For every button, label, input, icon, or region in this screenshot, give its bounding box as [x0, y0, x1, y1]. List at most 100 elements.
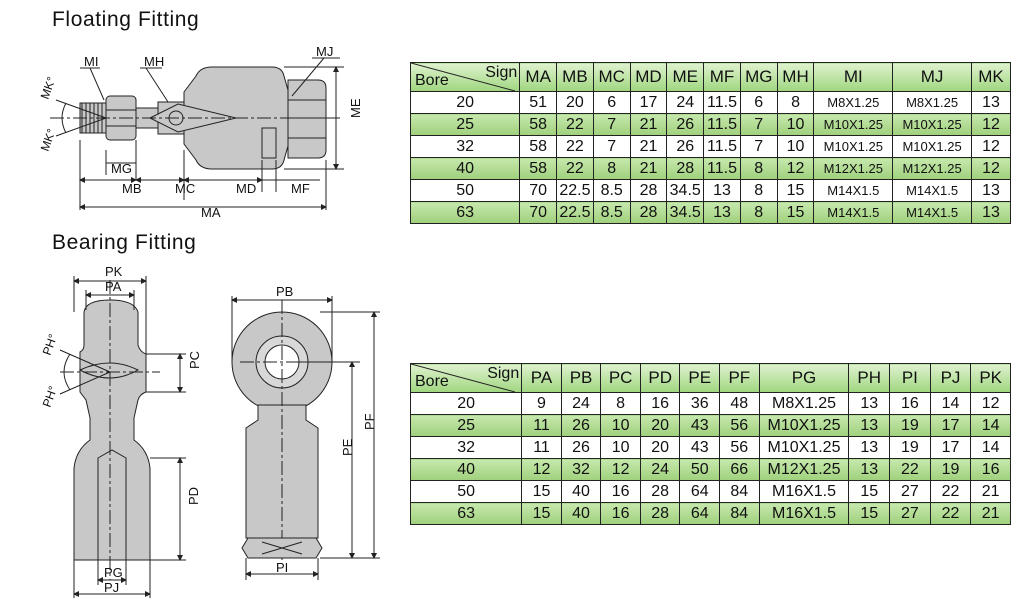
table-cell: 22 [929, 480, 972, 503]
table-cell: M12X1.25 [758, 458, 850, 481]
table-cell: 14 [929, 392, 972, 415]
bearing-col-pc: PC [600, 363, 641, 393]
table-cell: 7 [739, 113, 778, 136]
table-cell: 11 [521, 414, 562, 437]
table-cell: 8 [739, 179, 778, 202]
table-cell: 13 [971, 201, 1011, 224]
table-cell: 14 [970, 414, 1011, 437]
floating-col-ma: MA [519, 62, 558, 92]
dim-pe-label: PE [340, 438, 355, 456]
dim-pj-label: PJ [104, 580, 119, 595]
table-cell: 43 [679, 436, 721, 459]
bore-cell: 50 [409, 179, 521, 202]
bearing-col-pj: PJ [929, 363, 972, 393]
table-cell: 84 [719, 480, 760, 503]
table-cell: 7 [592, 135, 631, 158]
floating-col-mc: MC [592, 62, 631, 92]
floating-table-corner: Sign Bore [409, 62, 521, 92]
table-cell: 24 [666, 91, 705, 114]
bore-cell: 32 [409, 436, 523, 459]
table-cell: 15 [521, 480, 562, 503]
table-cell: 20 [556, 91, 594, 114]
table-cell: 13 [848, 436, 891, 459]
bearing-col-pk: PK [970, 363, 1011, 393]
table-cell: 70 [519, 201, 558, 224]
table-cell: 17 [629, 91, 668, 114]
table-cell: 26 [560, 436, 602, 459]
table-cell: 16 [970, 458, 1011, 481]
floating-col-mg: MG [739, 62, 778, 92]
table-cell: 9 [521, 392, 562, 415]
table-cell: 12 [970, 392, 1011, 415]
table-cell: 15 [776, 201, 815, 224]
floating-col-mi: MI [813, 62, 894, 92]
dim-mj-label: MJ [316, 44, 333, 59]
table-cell: 58 [519, 135, 558, 158]
dim-pc-label: PC [187, 351, 202, 369]
table-cell: 28 [639, 480, 681, 503]
table-cell: M8X1.25 [892, 91, 972, 114]
table-cell: 22 [889, 458, 931, 481]
table-cell: M16X1.5 [758, 502, 850, 525]
table-cell: M16X1.5 [758, 480, 850, 503]
table-cell: 40 [560, 480, 602, 503]
table-cell: M14X1.5 [892, 179, 972, 202]
floating-fitting-title: Floating Fitting [52, 8, 200, 31]
table-cell: 17 [929, 414, 972, 437]
table-cell: 12 [600, 458, 641, 481]
floating-corner-bore: Bore [415, 72, 449, 89]
table-cell: 8 [776, 91, 815, 114]
dim-ph-top-label: PH° [40, 332, 61, 357]
table-cell: 28 [629, 179, 668, 202]
table-cell: 84 [719, 502, 760, 525]
table-cell: 21 [629, 135, 668, 158]
bearing-col-ph: PH [848, 363, 891, 393]
floating-col-md: MD [629, 62, 668, 92]
floating-col-mb: MB [556, 62, 594, 92]
table-cell: 12 [971, 135, 1011, 158]
table-cell: 50 [679, 458, 721, 481]
bearing-col-pg: PG [758, 363, 850, 393]
table-cell: 66 [719, 458, 760, 481]
table-cell: 28 [629, 201, 668, 224]
dim-md-label: MD [236, 181, 256, 196]
table-cell: 10 [600, 414, 641, 437]
dim-mf-label: MF [291, 181, 310, 196]
table-cell: M14X1.5 [813, 179, 894, 202]
table-cell: 70 [519, 179, 558, 202]
table-cell: 8.5 [592, 179, 631, 202]
table-cell: 8.5 [592, 201, 631, 224]
table-cell: 19 [889, 436, 931, 459]
table-cell: 16 [600, 480, 641, 503]
table-cell: 15 [521, 502, 562, 525]
dim-mi-label: MI [84, 54, 98, 69]
table-cell: 58 [519, 113, 558, 136]
table-cell: 11.5 [703, 113, 741, 136]
table-cell: 26 [560, 414, 602, 437]
table-cell: 13 [848, 414, 891, 437]
table-cell: M14X1.5 [892, 201, 972, 224]
table-cell: 13 [848, 392, 891, 415]
table-cell: 27 [889, 480, 931, 503]
floating-fitting-drawing [50, 57, 344, 210]
bearing-fitting-title: Bearing Fitting [52, 231, 197, 254]
table-cell: 28 [639, 502, 681, 525]
table-cell: 36 [679, 392, 721, 415]
table-cell: 26 [666, 135, 705, 158]
bore-cell: 20 [409, 392, 523, 415]
table-cell: 12 [521, 458, 562, 481]
table-cell: 8 [739, 201, 778, 224]
table-cell: M12X1.25 [892, 157, 972, 180]
table-cell: 28 [666, 157, 705, 180]
table-cell: 21 [629, 113, 668, 136]
table-cell: 8 [592, 157, 631, 180]
dim-pb-label: PB [276, 284, 293, 299]
bore-cell: 50 [409, 480, 523, 503]
